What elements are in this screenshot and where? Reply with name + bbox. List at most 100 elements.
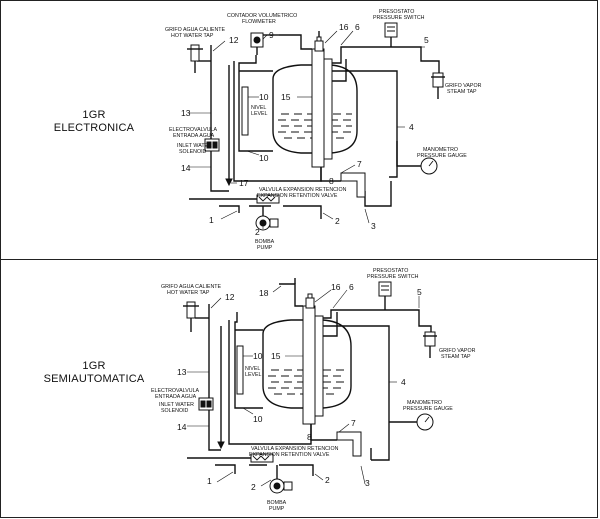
callout-7: 7 (357, 159, 362, 169)
label-hot-tap-es: GRIFO AGUA CALIENTE (165, 27, 226, 33)
panel-title: 1GR ELECTRONICA (39, 109, 149, 135)
callout-17: 17 (239, 178, 249, 188)
safety-valve-icon (314, 40, 324, 52)
expansion-valve-icon (250, 453, 274, 463)
steam-tap-icon (423, 331, 437, 358)
callout-8: 8 (329, 176, 334, 186)
level-sight-glass (241, 86, 249, 136)
label-solenoid-1: ELECTROVALVULA (169, 127, 218, 133)
callout-9: 9 (269, 30, 274, 40)
label-flowmeter-en: FLOWMETER (242, 19, 276, 25)
pump-icon (269, 465, 293, 494)
pressure-switch-icon (378, 281, 392, 297)
callout-8: 8 (307, 432, 312, 442)
callout-12: 12 (225, 292, 235, 302)
label-gauge-es: MANOMETRO (407, 400, 442, 406)
label-steam-tap-en: STEAM TAP (441, 354, 471, 360)
label-pump-es: BOMBA (255, 239, 275, 245)
callout-numbers: 1 2 2 3 4 5 6 7 8 9 10 10 12 13 14 15 16… (181, 22, 429, 237)
callout-13: 13 (177, 367, 187, 377)
boiler-outlet-valve-icon (336, 431, 362, 457)
panel-title: 1GR SEMIAUTOMATICA (39, 360, 149, 386)
callout-10a: 10 (259, 92, 269, 102)
label-solenoid-3: INLET WATER (159, 402, 194, 408)
label-level-es: NIVEL (251, 105, 266, 111)
label-level-en: LEVEL (251, 111, 268, 117)
callout-2b: 2 (325, 475, 330, 485)
callout-14: 14 (177, 422, 187, 432)
label-solenoid-2: ENTRADA AGUA (173, 133, 215, 139)
callout-16: 16 (331, 282, 341, 292)
label-pressure-switch-en: PRESSURE SWITCH (373, 15, 425, 21)
label-hot-tap-es: GRIFO AGUA CALIENTE (161, 284, 222, 290)
diagram-panel-electronica: 1GR ELECTRONICA (0, 0, 598, 260)
leader-lines (187, 285, 420, 487)
panel-title-model: 1GR (82, 109, 106, 121)
label-exp-valve-es: VALVULA EXPANSION RETENCION (251, 446, 339, 452)
boiler-outlet-valve-icon (340, 172, 366, 198)
callout-15: 15 (281, 92, 291, 102)
label-pressure-switch-es: PRESOSTATO (379, 9, 414, 15)
callout-10a: 10 (253, 351, 263, 361)
label-hot-tap-en: HOT WATER TAP (171, 33, 214, 39)
label-exp-valve-es: VALVULA EXPANSION RETENCION (259, 187, 347, 193)
flowmeter-icon (250, 32, 264, 55)
label-gauge-es: MANOMETRO (423, 147, 458, 153)
label-gauge-en: PRESSURE GAUGE (403, 406, 453, 412)
hydraulic-diagram-semiautomatica: 1 2 2 3 4 5 6 7 8 10 10 12 13 14 15 16 1… (151, 268, 476, 512)
callout-14: 14 (181, 163, 191, 173)
callout-6: 6 (355, 22, 360, 32)
callout-3: 3 (365, 478, 370, 488)
callout-5: 5 (417, 287, 422, 297)
pressure-gauge-icon (416, 413, 434, 431)
callout-2a: 2 (255, 227, 260, 237)
callout-4: 4 (401, 377, 406, 387)
heat-exchanger-column (302, 293, 324, 425)
panel-title-variant: SEMIAUTOMATICA (43, 373, 145, 385)
label-pump-en: PUMP (257, 245, 273, 251)
callout-3: 3 (371, 221, 376, 231)
hot-water-tap-icon (187, 44, 203, 73)
callout-1: 1 (209, 215, 214, 225)
label-solenoid-4: SOLENOID (161, 408, 189, 414)
callout-13: 13 (181, 108, 191, 118)
steam-tap-icon (431, 72, 445, 99)
label-pump-en: PUMP (269, 506, 285, 512)
label-pressure-switch-en: PRESSURE SWITCH (367, 274, 419, 280)
hydraulic-diagram-electronica: 1 2 2 3 4 5 6 7 8 9 10 10 12 13 14 15 16… (165, 9, 482, 251)
callout-18: 18 (259, 288, 269, 298)
expansion-valve-icon (256, 194, 280, 204)
callout-10b: 10 (259, 153, 269, 163)
label-exp-valve-en: EXPANSION RETENTION VALVE (257, 193, 338, 199)
diagram-panel-semiautomatica: 1GR SEMIAUTOMATICA (0, 259, 598, 518)
panel-title-model: 1GR (82, 360, 106, 372)
label-solenoid-4: SOLENOID (179, 149, 207, 155)
label-solenoid-1: ELECTROVALVULA (151, 388, 200, 394)
label-steam-tap-en: STEAM TAP (447, 89, 477, 95)
level-sight-glass (236, 345, 244, 395)
hot-water-tap-icon (183, 301, 199, 332)
label-pump-es: BOMBA (267, 500, 287, 506)
callout-6: 6 (349, 282, 354, 292)
label-steam-tap-es: GRIFO VAPOR (439, 348, 476, 354)
inlet-solenoid-icon (204, 138, 220, 152)
label-solenoid-2: ENTRADA AGUA (155, 394, 197, 400)
piping (187, 278, 432, 476)
label-flowmeter-es: CONTADOR VOLUMETRICO (227, 13, 297, 19)
callout-2b: 2 (335, 216, 340, 226)
component-labels: GRIFO AGUA CALIENTE HOT WATER TAP CONTAD… (165, 9, 482, 251)
callout-10b: 10 (253, 414, 263, 424)
component-labels: GRIFO AGUA CALIENTE HOT WATER TAP PRESOS… (151, 268, 476, 512)
callout-2a: 2 (251, 482, 256, 492)
label-hot-tap-en: HOT WATER TAP (167, 290, 210, 296)
callout-7: 7 (351, 418, 356, 428)
label-steam-tap-es: GRIFO VAPOR (445, 83, 482, 89)
callout-12: 12 (229, 35, 239, 45)
callout-numbers: 1 2 2 3 4 5 6 7 8 10 10 12 13 14 15 16 1… (177, 282, 422, 492)
pressure-switch-icon (384, 22, 398, 38)
label-gauge-en: PRESSURE GAUGE (417, 153, 467, 159)
label-level-en: LEVEL (245, 372, 262, 378)
inlet-solenoid-icon (198, 397, 214, 411)
label-pressure-switch-es: PRESOSTATO (373, 268, 408, 274)
callout-15: 15 (271, 351, 281, 361)
